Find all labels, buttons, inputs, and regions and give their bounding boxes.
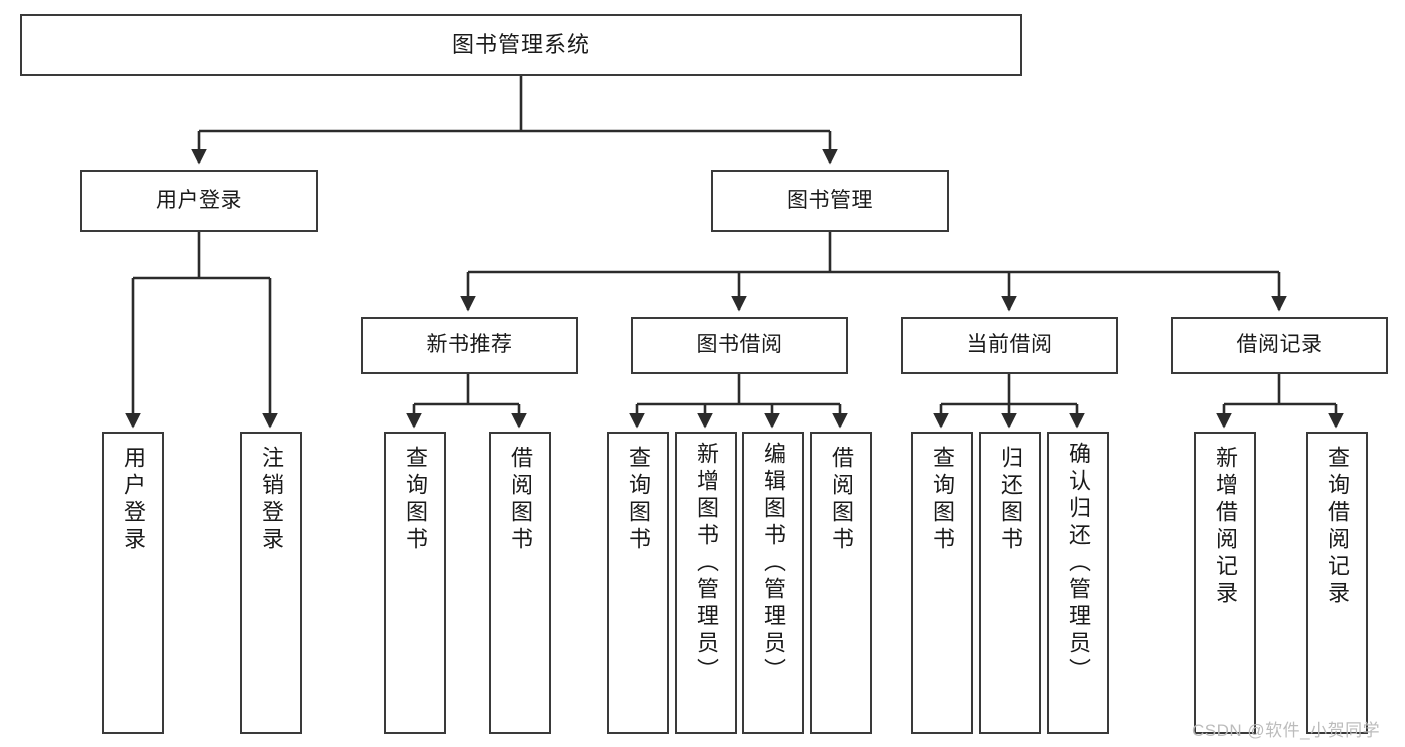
node-label: 编辑图书（管理员） [761, 442, 786, 685]
leaf-query-book-new-recommend[interactable]: 查询图书 [384, 432, 446, 734]
node-label: 新增借阅记录 [1213, 446, 1238, 608]
node-label: 查询图书 [403, 446, 428, 554]
leaf-query-book-borrow[interactable]: 查询图书 [607, 432, 669, 734]
leaf-confirm-return-admin[interactable]: 确认归还（管理员） [1047, 432, 1109, 734]
leaf-query-borrow-record[interactable]: 查询借阅记录 [1306, 432, 1368, 734]
node-book-borrow[interactable]: 图书借阅 [631, 317, 848, 374]
node-label: 用户登录 [121, 446, 146, 554]
leaf-logout-login[interactable]: 注销登录 [240, 432, 302, 734]
node-root-book-management-system[interactable]: 图书管理系统 [20, 14, 1022, 76]
node-label: 借阅图书 [829, 446, 854, 554]
node-label: 图书管理 [787, 188, 873, 212]
node-label: 归还图书 [998, 446, 1023, 554]
node-label: 图书借阅 [696, 333, 783, 357]
node-label: 借阅记录 [1236, 333, 1323, 357]
node-label: 新书推荐 [426, 333, 513, 357]
node-label: 查询图书 [930, 446, 955, 554]
node-user-login[interactable]: 用户登录 [80, 170, 318, 232]
node-label: 查询图书 [626, 446, 651, 554]
leaf-user-login[interactable]: 用户登录 [102, 432, 164, 734]
node-label: 用户登录 [156, 188, 242, 212]
leaf-borrow-book-borrow[interactable]: 借阅图书 [810, 432, 872, 734]
leaf-borrow-book-new-recommend[interactable]: 借阅图书 [489, 432, 551, 734]
node-label: 注销登录 [259, 446, 284, 554]
node-label: 新增图书（管理员） [694, 442, 719, 685]
leaf-query-book-current[interactable]: 查询图书 [911, 432, 973, 734]
node-current-borrow[interactable]: 当前借阅 [901, 317, 1118, 374]
node-borrow-record[interactable]: 借阅记录 [1171, 317, 1388, 374]
node-label: 当前借阅 [966, 333, 1053, 357]
node-book-management[interactable]: 图书管理 [711, 170, 949, 232]
leaf-add-borrow-record[interactable]: 新增借阅记录 [1194, 432, 1256, 734]
leaf-edit-book-admin[interactable]: 编辑图书（管理员） [742, 432, 804, 734]
node-label: 确认归还（管理员） [1066, 442, 1091, 685]
leaf-add-book-admin[interactable]: 新增图书（管理员） [675, 432, 737, 734]
node-label: 图书管理系统 [451, 32, 590, 58]
csdn-watermark: CSDN @软件_小贺同学 [1192, 721, 1381, 740]
node-label: 借阅图书 [508, 446, 533, 554]
node-new-book-recommend[interactable]: 新书推荐 [361, 317, 578, 374]
leaf-return-book[interactable]: 归还图书 [979, 432, 1041, 734]
node-label: 查询借阅记录 [1325, 446, 1350, 608]
